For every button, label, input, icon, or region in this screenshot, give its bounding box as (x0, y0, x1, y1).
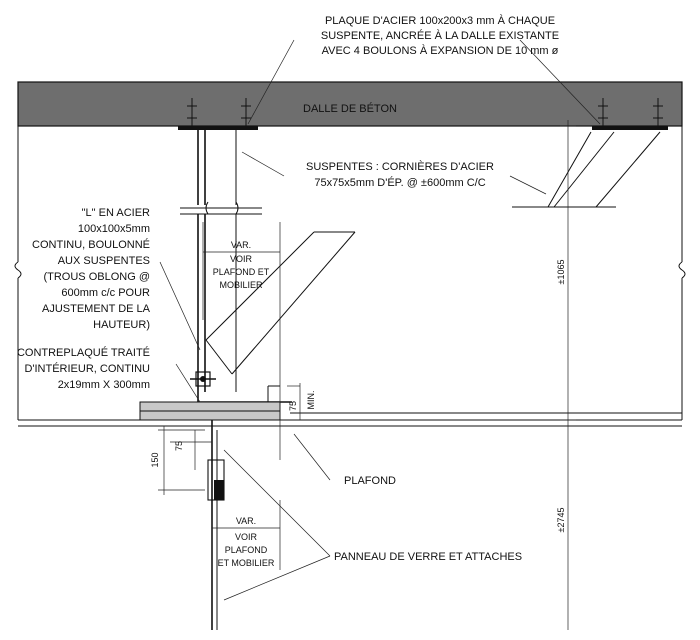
concrete-slab (17, 81, 683, 127)
svg-text:VAR.: VAR. (236, 516, 256, 526)
svg-text:AVEC 4 BOULONS À EXPANSION DE: AVEC 4 BOULONS À EXPANSION DE 10 mm ø (322, 44, 559, 57)
svg-text:D'INTÉRIEUR, CONTINU: D'INTÉRIEUR, CONTINU (24, 362, 150, 375)
leader-lines (159, 39, 601, 601)
svg-text:75x75x5mm D'ÉP. @ ±600mm C/C: 75x75x5mm D'ÉP. @ ±600mm C/C (314, 176, 485, 189)
dim-min: MIN. (306, 391, 316, 410)
ceiling (18, 412, 682, 427)
glass-panel-label: PANNEAU DE VERRE ET ATTACHES (334, 551, 522, 563)
anchor-bolts-right (592, 98, 668, 130)
svg-text:"L" EN ACIER: "L" EN ACIER (82, 207, 150, 219)
right-hanger-section (512, 131, 661, 208)
slab-label: DALLE DE BÉTON (303, 102, 397, 115)
svg-text:(TROUS OBLONG @: (TROUS OBLONG @ (43, 271, 150, 283)
svg-text:VAR.: VAR. (231, 240, 251, 250)
dim-75-horizontal: 75 (174, 441, 184, 451)
svg-text:MOBILIER: MOBILIER (219, 280, 263, 290)
var-upper-note: VAR. VOIR PLAFOND ET MOBILIER (213, 240, 270, 290)
svg-text:HAUTEUR): HAUTEUR) (93, 319, 150, 331)
anchor-bolts-left (178, 98, 258, 130)
svg-text:PLAQUE D'ACIER 100x200x3 mm À: PLAQUE D'ACIER 100x200x3 mm À CHAQUE (325, 14, 555, 27)
svg-text:CONTINU, BOULONNÉ: CONTINU, BOULONNÉ (32, 238, 150, 251)
dimension-lines (158, 120, 576, 630)
glass-panel (207, 420, 225, 630)
svg-text:VOIR: VOIR (230, 254, 253, 264)
ceiling-label: PLAFOND (344, 475, 396, 487)
hangers-note: SUSPENTES : CORNIÈRES D'ACIER 75x75x5mm … (306, 160, 494, 189)
dim-150: 150 (150, 452, 160, 467)
svg-text:CONTREPLAQUÉ TRAITÉ: CONTREPLAQUÉ TRAITÉ (17, 346, 150, 359)
plate-note: PLAQUE D'ACIER 100x200x3 mm À CHAQUE SUS… (321, 14, 559, 57)
svg-text:PLAFOND: PLAFOND (225, 545, 268, 555)
angle-bolt (190, 371, 216, 387)
var-lower-note: VAR. VOIR PLAFOND ET MOBILIER (218, 516, 275, 568)
vertical-hanger (180, 130, 262, 392)
svg-text:600mm c/c POUR: 600mm c/c POUR (61, 287, 150, 299)
steel-angle-and-plywood (139, 385, 292, 421)
svg-text:AUX SUSPENTES: AUX SUSPENTES (58, 255, 150, 267)
dim-2745: ±2745 (556, 508, 566, 533)
svg-text:100x100x5mm: 100x100x5mm (78, 223, 150, 235)
diagonal-brace (205, 231, 356, 375)
svg-text:SUSPENTES : CORNIÈRES D'ACIER: SUSPENTES : CORNIÈRES D'ACIER (306, 160, 494, 173)
svg-text:PLAFOND ET: PLAFOND ET (213, 267, 270, 277)
break-lines (14, 126, 686, 420)
dim-1065: ±1065 (556, 260, 566, 285)
svg-text:2x19mm X 300mm: 2x19mm X 300mm (58, 379, 150, 391)
svg-text:ET MOBILIER: ET MOBILIER (218, 558, 275, 568)
svg-text:AJUSTEMENT DE LA: AJUSTEMENT DE LA (42, 303, 151, 315)
svg-text:SUSPENTE, ANCRÉE À LA DALLE EX: SUSPENTE, ANCRÉE À LA DALLE EXISTANTE (321, 29, 559, 42)
plywood-note: CONTREPLAQUÉ TRAITÉ D'INTÉRIEUR, CONTINU… (17, 346, 150, 391)
dim-75-vertical: 75 (288, 401, 298, 411)
angle-note: "L" EN ACIER 100x100x5mm CONTINU, BOULON… (32, 207, 151, 331)
svg-text:VOIR: VOIR (235, 532, 258, 542)
